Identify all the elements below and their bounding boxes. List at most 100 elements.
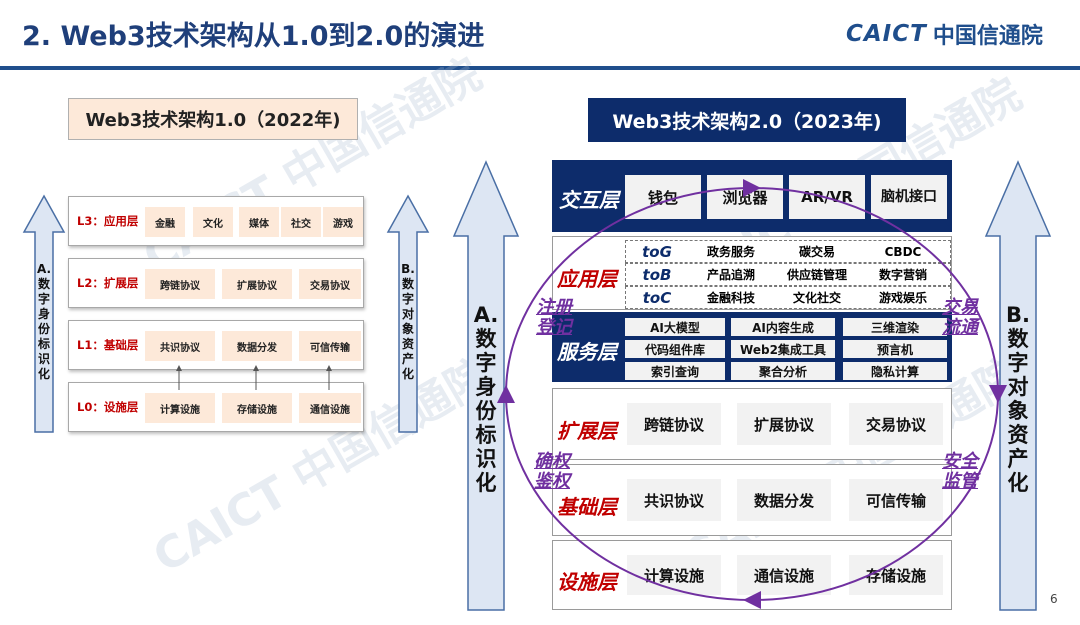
v1-right-arrow-icon — [386, 194, 430, 433]
v2-application-layer: 应用层 toG 政务服务 碳交易 CBDC toB 产品追溯 供应链管理 数字营… — [552, 236, 952, 310]
v1-right-char: 对 — [401, 307, 414, 321]
v1-chip: 共识协议 — [145, 331, 215, 361]
page-number: 6 — [1050, 592, 1058, 606]
v1-chip: 金融 — [145, 207, 185, 237]
v2-layer-label: 扩展层 — [557, 419, 617, 443]
logo-cn-text: 中国信通院 — [932, 24, 1043, 49]
v2-cell: 浏览器 — [707, 175, 783, 219]
v2-app-item: 碳交易 — [798, 245, 835, 259]
v1-layer-label: L3：应用层 — [77, 214, 139, 228]
v2-cell: 代码组件库 — [625, 340, 725, 358]
v2-layer-label: 服务层 — [557, 340, 617, 364]
v2-cell: 通信设施 — [737, 555, 831, 595]
v2-right-char: 对 — [1007, 375, 1029, 399]
v2-interaction-layer: 交互层 钱包 浏览器 AR/VR 脑机接口 — [552, 160, 952, 232]
v1-chip: 交易协议 — [299, 269, 361, 299]
cycle-label-line: 安全 — [942, 451, 978, 472]
v1-chip: 社交 — [281, 207, 321, 237]
v1-chip: 数据分发 — [222, 331, 292, 361]
v1-right-char: 象 — [401, 322, 414, 336]
v2-cell: 数据分发 — [737, 479, 831, 521]
v2-base-layer: 基础层 共识协议 数据分发 可信传输 — [552, 464, 952, 536]
v1-left-char: 身 — [37, 307, 50, 321]
cycle-label-trade: 交易 流通 — [934, 298, 986, 338]
v2-cell: 钱包 — [625, 175, 701, 219]
v1-chip: 媒体 — [239, 207, 279, 237]
v2-layer-label: 设施层 — [557, 570, 617, 594]
v2-left-char: 份 — [475, 399, 497, 423]
v1-chip: 跨链协议 — [145, 269, 215, 299]
cycle-label-confirm: 确权 鉴权 — [526, 452, 578, 492]
v2-cell: 脑机接口 — [871, 175, 947, 219]
v2-cell: 计算设施 — [627, 555, 721, 595]
v2-left-char: A. — [473, 303, 499, 327]
v2-cell: 可信传输 — [849, 479, 943, 521]
v2-left-arrow-label: A. 数 字 身 份 标 识 化 — [452, 303, 520, 495]
v1-layer-label: L2：扩展层 — [77, 276, 139, 290]
v1-chip: 扩展协议 — [222, 269, 292, 299]
v2-left-char: 字 — [475, 351, 497, 375]
v2-right-char: B. — [1006, 303, 1030, 327]
v2-cell: 扩展协议 — [737, 403, 831, 445]
logo-en-text: CAICT — [846, 21, 927, 47]
v1-layer-l1: L1：基础层 共识协议 数据分发 可信传输 — [68, 320, 364, 370]
v1-left-char: A. — [36, 262, 52, 276]
v2-left-char: 标 — [475, 423, 497, 447]
v2-app-item: 金融科技 — [706, 291, 755, 305]
v1-chip: 通信设施 — [299, 393, 361, 423]
caict-logo: CAICT 中国信通院 — [846, 18, 1043, 50]
v2-left-char: 化 — [475, 471, 497, 495]
v2-service-layer: 服务层 AI大模型 AI内容生成 三维渲染 代码组件库 Web2集成工具 预言机… — [552, 312, 952, 382]
v1-right-char: 化 — [401, 367, 414, 381]
v2-app-row-tob: toB 产品追溯 供应链管理 数字营销 — [625, 263, 951, 286]
v1-right-char: B. — [401, 262, 415, 276]
page-title: 2. Web3技术架构从1.0到2.0的演进 — [22, 21, 485, 52]
cycle-label-line: 监管 — [942, 471, 978, 492]
v1-layer-label: L1：基础层 — [77, 338, 139, 352]
v1-right-char: 产 — [401, 352, 414, 366]
watermark: CAICT 中国信通院 — [134, 48, 490, 284]
v2-cell: AR/VR — [789, 175, 865, 219]
v1-chip: 文化 — [193, 207, 233, 237]
v2-cell: 隐私计算 — [843, 362, 947, 380]
v2-app-row-toc: toC 金融科技 文化社交 游戏娱乐 — [625, 286, 951, 309]
v2-cell: 共识协议 — [627, 479, 721, 521]
v2-app-item: 供应链管理 — [786, 268, 847, 282]
header-rule — [0, 66, 1080, 70]
v2-app-item: 文化社交 — [792, 291, 841, 305]
v2-extension-layer: 扩展层 跨链协议 扩展协议 交易协议 — [552, 388, 952, 460]
v2-cell: 预言机 — [843, 340, 947, 358]
v2-app-row-tog: toG 政务服务 碳交易 CBDC — [625, 240, 951, 263]
v2-cell: 交易协议 — [849, 403, 943, 445]
v2-layer-label: 交互层 — [559, 188, 619, 212]
v1-left-char: 字 — [37, 292, 50, 306]
v1-connector-arrows-icon — [176, 365, 332, 390]
v1-layer-l3: L3：应用层 金融 文化 媒体 社交 游戏 — [68, 196, 364, 246]
v2-layer-label: 应用层 — [557, 267, 617, 291]
v2-cell: 索引查询 — [625, 362, 725, 380]
v2-cell: AI大模型 — [625, 318, 725, 336]
v2-app-item: 政务服务 — [706, 245, 755, 259]
v2-left-char: 数 — [475, 327, 497, 351]
v2-right-char: 资 — [1007, 423, 1029, 447]
v2-cell: 聚合分析 — [731, 362, 835, 380]
v2-app-row-key: toG — [642, 242, 672, 261]
v2-cell: 跨链协议 — [627, 403, 721, 445]
cycle-label-line: 登记 — [536, 317, 572, 338]
cycle-label-safety: 安全 监管 — [934, 452, 986, 492]
v1-left-arrow-label: A. 数 字 身 份 标 识 化 — [22, 262, 66, 382]
cycle-label-line: 流通 — [942, 317, 978, 338]
v2-left-char: 识 — [475, 447, 497, 471]
v2-cell: 存储设施 — [849, 555, 943, 595]
v2-cell: AI内容生成 — [731, 318, 835, 336]
v2-app-item: CBDC — [884, 244, 922, 259]
v1-chip: 可信传输 — [299, 331, 361, 361]
v2-right-char: 象 — [1007, 399, 1029, 423]
v1-left-char: 数 — [37, 277, 50, 291]
cycle-label-line: 交易 — [942, 297, 978, 318]
cycle-label-line: 确权 — [534, 451, 570, 472]
v1-left-char: 份 — [37, 322, 50, 336]
cycle-label-register: 注册 登记 — [528, 298, 580, 338]
v1-layer-l0: L0：设施层 计算设施 存储设施 通信设施 — [68, 382, 364, 432]
v2-app-row-key: toC — [642, 288, 672, 307]
